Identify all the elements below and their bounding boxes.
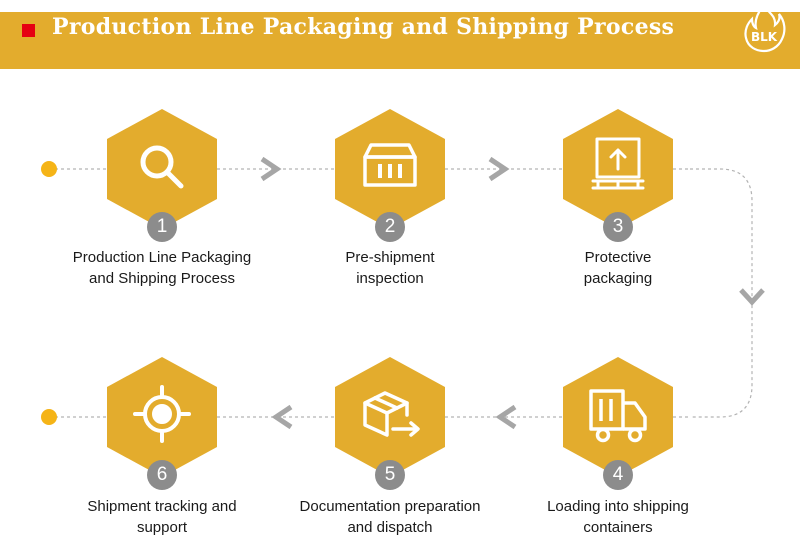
step-3-hexagon: [563, 109, 673, 229]
title-marker-icon: [22, 24, 35, 37]
logo-text: BLK: [750, 30, 778, 44]
step-1-hexagon: [107, 109, 217, 229]
step-2-badge: 2: [375, 212, 405, 242]
step-1-badge: 1: [147, 212, 177, 242]
step-6-hexagon: [107, 357, 217, 477]
crate-icon: [363, 143, 417, 187]
dispatch-box-icon: [363, 391, 420, 437]
step-4-hexagon: [563, 357, 673, 477]
flame-logo-icon: [744, 3, 786, 53]
chevron-left-icon: [495, 404, 517, 430]
truck-icon: [589, 389, 647, 443]
step-2-hexagon: [335, 109, 445, 229]
magnifier-icon: [140, 145, 184, 189]
connector-curve: [690, 168, 753, 418]
end-dot-icon: [41, 409, 57, 425]
step-6-badge: 6: [147, 460, 177, 490]
target-icon: [133, 385, 191, 443]
start-dot-icon: [41, 161, 57, 177]
chevron-left-icon: [271, 404, 293, 430]
pallet-box-icon: [591, 137, 645, 190]
step-3-badge: 3: [603, 212, 633, 242]
step-5-hexagon: [335, 357, 445, 477]
chevron-down-icon: [739, 288, 765, 306]
header-banner: [0, 12, 800, 69]
chevron-right-icon: [260, 156, 282, 182]
step-4-badge: 4: [603, 460, 633, 490]
step-5-badge: 5: [375, 460, 405, 490]
chevron-right-icon: [488, 156, 510, 182]
page-title: Production Line Packaging and Shipping P…: [52, 14, 675, 40]
